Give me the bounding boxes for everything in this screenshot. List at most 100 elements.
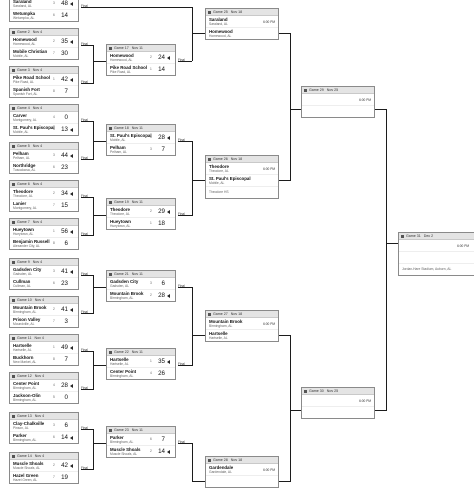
team-seed: 1: [53, 344, 55, 349]
team-score: 28: [158, 133, 165, 141]
venue-row: Jordan-Hare Stadium, Auburn, AL: [399, 264, 474, 275]
team-row[interactable]: 6:00 PM: [302, 395, 374, 407]
team-row[interactable]: [206, 476, 278, 487]
team-location: Wetumpka, AL: [13, 16, 35, 21]
team-name: St. Paul's Episcopal: [13, 125, 55, 131]
bracket-connector-line: [93, 429, 94, 470]
team-row[interactable]: [399, 252, 474, 264]
game-status: Final: [178, 58, 185, 62]
bracket-connector-line: [192, 33, 205, 34]
team-row[interactable]: [302, 407, 374, 418]
team-name: Hartselle: [13, 343, 32, 349]
trophy-icon: [12, 260, 15, 264]
team-row[interactable]: [302, 106, 374, 117]
team-seed: 3: [150, 280, 152, 285]
team-name: Theodore: [13, 189, 34, 195]
team-row[interactable]: 6:00 PM: [302, 94, 374, 106]
team-name: Prison Valley: [13, 317, 41, 323]
team-seed: 6: [150, 436, 152, 441]
team-row[interactable]: 6:00 PM: [399, 240, 474, 252]
team-name: Cullman: [13, 279, 31, 285]
game-status: Final: [81, 118, 88, 122]
team-name: Hartselle: [110, 357, 129, 363]
bracket-connector-line: [178, 61, 192, 62]
game-date: Nov 4: [34, 336, 44, 340]
team-name: Pelham: [110, 145, 126, 151]
game-date: Nov 11: [131, 428, 143, 432]
team-location: Birmingham, AL: [110, 440, 134, 445]
